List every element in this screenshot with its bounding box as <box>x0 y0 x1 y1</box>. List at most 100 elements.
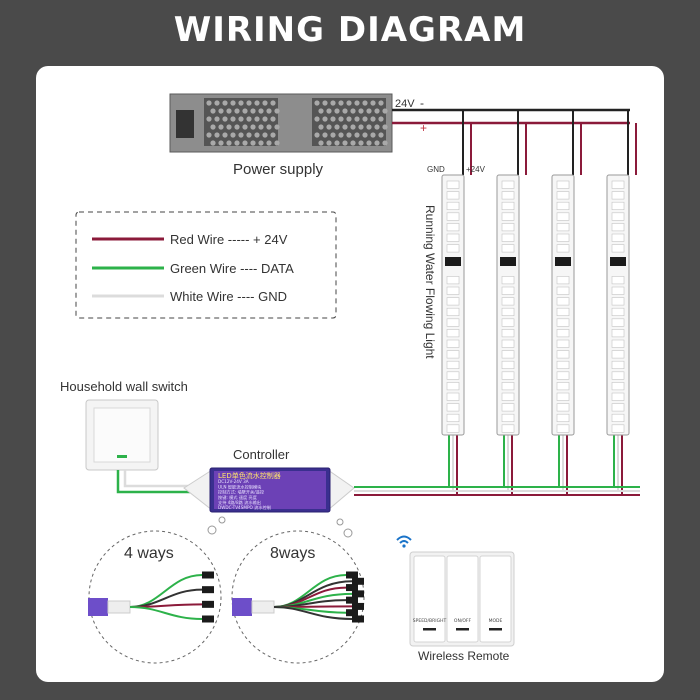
minus-label: - <box>420 96 424 110</box>
cable-connector <box>346 571 358 579</box>
controller-label-sticker <box>214 471 326 509</box>
controller-cap-right <box>327 469 355 512</box>
vent-hole <box>274 108 280 114</box>
led-chip <box>556 286 570 295</box>
vent-hole <box>238 116 244 122</box>
vent-hole <box>206 100 212 106</box>
ways-8-label: 8ways <box>270 545 315 562</box>
wall-switch-label: Household wall switch <box>60 379 188 394</box>
led-chip <box>501 276 515 285</box>
vent-hole <box>226 108 232 114</box>
vent-hole <box>274 124 280 130</box>
led-chip <box>501 180 515 189</box>
vent-hole <box>238 100 244 106</box>
vent-hole <box>374 108 380 114</box>
led-chip <box>611 371 625 380</box>
vent-hole <box>262 100 268 106</box>
vent-hole <box>210 124 216 130</box>
led-chip <box>611 297 625 306</box>
led-chip <box>556 223 570 232</box>
ways-8-cap <box>251 600 275 614</box>
led-chip <box>611 424 625 433</box>
voltage-label: 24V <box>395 98 415 110</box>
vent-hole <box>334 140 340 146</box>
led-chip <box>446 413 460 423</box>
led-chip <box>446 276 460 285</box>
led-chip <box>446 360 460 370</box>
led-chip <box>501 212 515 221</box>
vent-hole <box>382 108 388 114</box>
led-chip <box>446 297 460 306</box>
vent-hole <box>346 132 352 138</box>
vent-hole <box>330 132 336 138</box>
led-chip <box>501 360 515 370</box>
vent-hole <box>226 124 232 130</box>
led-chip <box>446 307 460 317</box>
vent-hole <box>362 116 368 122</box>
vent-hole <box>342 140 348 146</box>
remote-button-indicator <box>423 628 436 631</box>
bubble-4 <box>343 528 353 538</box>
vent-hole <box>250 124 256 130</box>
vent-hole <box>270 132 276 138</box>
remote-button[interactable] <box>479 555 512 643</box>
controller-text-line: LED单色流水控制器 <box>218 471 281 480</box>
led-chip <box>611 276 625 285</box>
bubble-2 <box>218 516 226 524</box>
vent-hole <box>322 100 328 106</box>
ways-4-cap <box>107 600 131 614</box>
vent-hole <box>318 124 324 130</box>
vent-hole <box>358 108 364 114</box>
led-chip <box>556 318 570 327</box>
led-chip <box>556 191 570 200</box>
vent-hole <box>330 116 336 122</box>
bubble-1 <box>207 525 217 535</box>
cable-connector <box>202 586 214 594</box>
remote-button[interactable] <box>413 555 446 643</box>
controller-cap-left <box>183 469 213 512</box>
led-chip <box>556 424 570 433</box>
vent-hole <box>262 132 268 138</box>
led-chip <box>556 276 570 285</box>
led-chip <box>611 286 625 295</box>
vent-hole <box>334 108 340 114</box>
cable-wire <box>129 606 203 620</box>
remote-button-label: MODE <box>489 618 503 624</box>
vent-hole <box>354 116 360 122</box>
vent-hole <box>330 100 336 106</box>
remote-button-label: ON/OFF <box>454 618 472 624</box>
ways-8-cables <box>273 571 364 623</box>
led-chip <box>446 371 460 380</box>
led-chip <box>446 424 460 433</box>
vent-hole <box>362 132 368 138</box>
led-chip <box>556 307 570 317</box>
led-chip <box>501 339 515 348</box>
cable-connector <box>346 596 358 604</box>
controller-text-line: 控制方式: 墙壁开关/遥控 <box>218 489 265 496</box>
led-chip <box>611 223 625 232</box>
vent-hole <box>338 100 344 106</box>
vent-hole <box>230 116 236 122</box>
led-chip <box>501 392 515 401</box>
remote-button[interactable] <box>446 555 479 643</box>
ways-8: 8ways <box>231 530 365 664</box>
led-chip <box>501 329 515 338</box>
led-chip <box>611 318 625 327</box>
vent-hole <box>206 116 212 122</box>
strip-ic-chip <box>500 257 516 266</box>
led-chip <box>611 382 625 391</box>
vent-hole <box>234 108 240 114</box>
led-chip <box>501 318 515 327</box>
strip-wires <box>448 110 637 495</box>
cable-connector <box>202 600 214 608</box>
led-chip <box>501 424 515 433</box>
vent-hole <box>350 108 356 114</box>
vent-hole <box>218 108 224 114</box>
vent-hole <box>314 116 320 122</box>
led-chip <box>611 392 625 401</box>
led-chip <box>556 371 570 380</box>
remote-button-indicator <box>456 628 469 631</box>
led-chip <box>556 212 570 221</box>
led-chip <box>446 212 460 221</box>
